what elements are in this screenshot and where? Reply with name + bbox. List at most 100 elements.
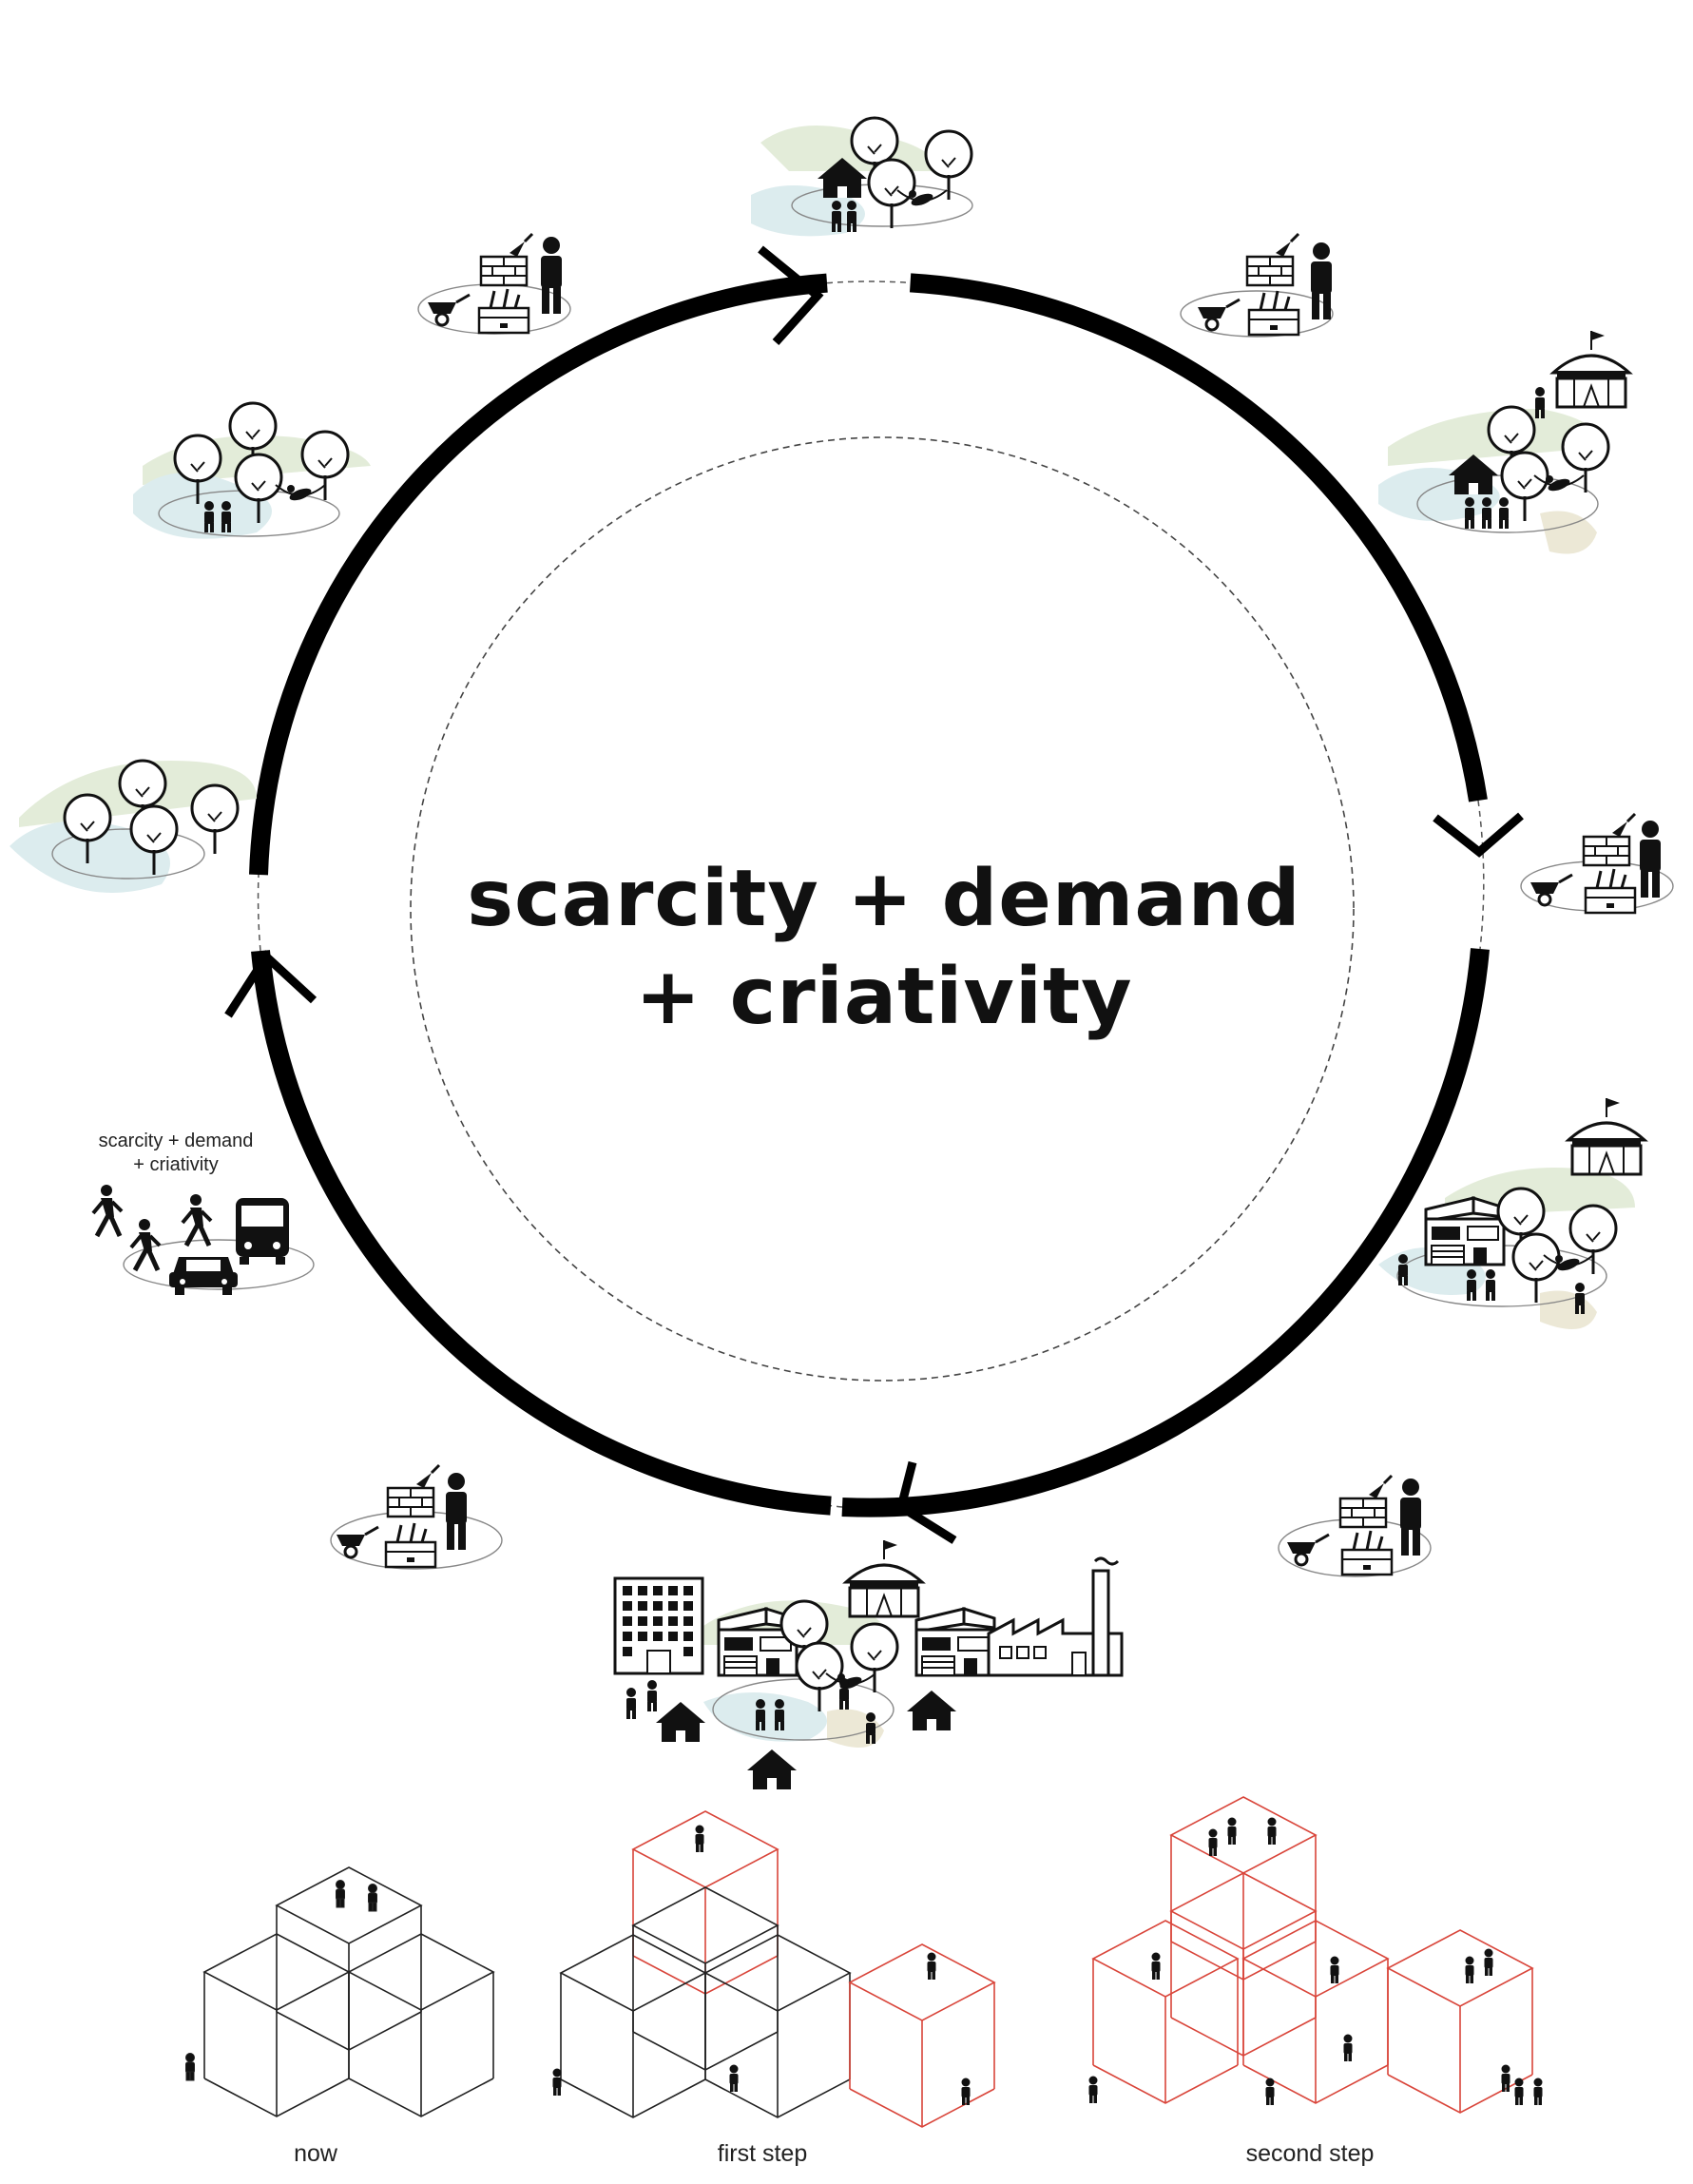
person-icon [729,2064,739,2092]
apartment-building-icon [613,1576,704,1675]
toolbox-icon [1247,289,1300,337]
ring-arc-top [249,273,828,876]
main-cycle-ring [224,245,1524,1544]
vignette-top-park-house [751,116,973,237]
arrow-chevron-icon [1433,812,1524,858]
person-icon [185,2053,195,2081]
center-title-line-1: scarcity + demand [467,854,1301,944]
person-icon [1088,2076,1098,2103]
vignette-right-park-tent [1378,329,1631,554]
vignette-right-mid-construction [1520,812,1674,915]
person-icon [1151,1952,1161,1980]
blocks-first-step [552,1810,995,2128]
person-icon [1486,1269,1495,1301]
center-title-line-2: + criativity [635,952,1133,1042]
brick-wall-icon [386,1463,441,1518]
factory-icon [987,1556,1124,1677]
isometric-cube-icon [1387,1929,1533,2114]
wheelbarrow-icon [335,1525,380,1559]
person-icon [1482,497,1491,529]
person-icon [336,1880,345,1908]
person-icon [541,237,562,314]
wheelbarrow-icon [1285,1533,1331,1567]
vignette-left-park [133,401,371,539]
person-icon [368,1884,377,1912]
person-icon [1499,497,1509,529]
person-icon [961,2078,971,2105]
walking-person-icon [183,1194,211,1246]
arrow-chevron-icon [895,1460,957,1544]
person-icon [552,2068,562,2096]
person-icon [1501,2064,1510,2092]
tent-icon [1567,1096,1646,1176]
brick-wall-icon [1245,232,1300,287]
person-icon [1208,1828,1218,1856]
person-icon [446,1473,467,1550]
toolbox-icon [477,287,530,335]
toolbox-icon [1584,867,1637,915]
isometric-cube-icon [849,1943,995,2128]
person-icon [1467,1269,1476,1301]
side-caption: scarcity + demand + criativity [67,1130,285,1177]
house-icon [1449,454,1498,494]
side-caption-line-1: scarcity + demand [98,1131,254,1151]
vignette-left-mobility [93,1185,315,1295]
vignette-top-right-construction [1180,232,1334,338]
person-icon [626,1688,636,1719]
arrow-chevron-icon [224,950,317,1018]
vignette-left-mid-park [10,759,257,893]
vignette-bottom-left-construction [330,1463,503,1570]
person-icon [1400,1479,1421,1556]
person-icon [1640,821,1661,898]
walking-person-icon [131,1219,160,1270]
brick-wall-icon [479,232,534,287]
ring-arc-bottom [841,948,1490,1517]
side-caption-line-2: + criativity [133,1154,219,1175]
person-icon [1265,2078,1275,2105]
blocks-second-step [1088,1796,1543,2114]
ring-arc-left [251,950,832,1516]
person-icon [1484,1948,1493,1976]
person-icon [1267,1817,1277,1845]
person-icon [695,1825,704,1852]
vignette-top-left-construction [417,232,571,335]
step-label-now: now [294,2140,337,2167]
vignette-right-town [1378,1096,1646,1329]
vignette-bottom-city [613,1538,1124,1789]
person-icon [1330,1956,1339,1983]
hammock-icon [275,484,326,504]
blocks-now [185,1866,494,2117]
person-icon [927,1952,936,1980]
brick-wall-icon [1582,812,1637,867]
bus-icon [236,1198,289,1265]
modern-house-icon [914,1607,996,1677]
person-icon [839,1678,849,1710]
tree-icon [1500,451,1549,523]
step-label-second-step: second step [1245,2140,1375,2167]
inner-dashed-circle [410,436,1355,1382]
ring-arc-right [909,273,1488,802]
person-icon [1311,242,1332,319]
modern-house-icon [1424,1196,1506,1266]
house-icon [907,1691,956,1730]
person-icon [1533,2078,1543,2105]
house-icon [656,1702,705,1742]
tree-icon [867,158,916,230]
toolbox-icon [1340,1529,1394,1576]
vignette-bottom-right-construction [1278,1474,1432,1577]
person-icon [1514,2078,1524,2105]
person-icon [1465,1956,1474,1983]
person-icon [647,1680,657,1711]
isometric-cube-icon [1092,1920,1239,2104]
wheelbarrow-icon [426,293,471,327]
person-icon [1227,1817,1237,1845]
walking-person-icon [93,1185,122,1236]
person-icon [1343,2034,1353,2061]
person-icon [1465,497,1474,529]
step-label-first-step: first step [717,2140,808,2167]
brick-wall-icon [1338,1474,1394,1529]
house-icon [747,1749,797,1789]
tree-icon [924,129,973,202]
